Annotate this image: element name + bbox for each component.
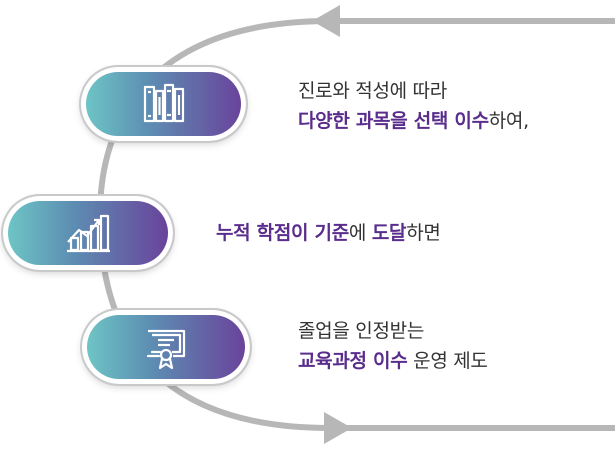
certificate-icon [146,329,186,370]
step-1-line-2-seg-2: 하여, [488,110,529,132]
step-1-pill [81,67,246,141]
books-icon [143,83,184,123]
step-2-line-1: 누적 학점이 기준에 도달하면 [216,218,441,248]
step-2-line-1-seg-2: 에 [348,222,372,244]
step-3-line-1-seg-1: 졸업을 인정받는 [298,320,425,342]
step-2-text: 누적 학점이 기준에 도달하면 [216,218,441,248]
step-2-line-1-seg-4: 하면 [406,222,441,244]
top-arrow-head [312,5,340,37]
step-2-line-1-seg-1: 누적 학점이 기준 [216,222,349,244]
bar-chart-icon [67,214,110,253]
step-3-line-2: 교육과정 이수 운영 제도 [298,346,488,376]
bottom-arrow-head [324,412,352,444]
step-1-line-1: 진로와 적성에 따라 [298,76,529,106]
step-2-pill [3,196,173,270]
step-3-pill [82,310,250,384]
step-3-line-2-seg-2: 운영 제도 [407,350,488,372]
step-1-line-2-seg-1: 다양한 과목을 선택 이수 [298,110,489,132]
step-1-line-2: 다양한 과목을 선택 이수하여, [298,106,529,136]
step-1-text: 진로와 적성에 따라 다양한 과목을 선택 이수하여, [298,76,529,136]
step-1-line-1-seg-1: 진로와 적성에 따라 [298,80,447,102]
step-3-text: 졸업을 인정받는 교육과정 이수 운영 제도 [298,316,488,376]
step-2-line-1-seg-3: 도달 [371,222,407,244]
step-3-line-2-seg-1: 교육과정 이수 [298,350,408,372]
step-3-line-1: 졸업을 인정받는 [298,316,488,346]
